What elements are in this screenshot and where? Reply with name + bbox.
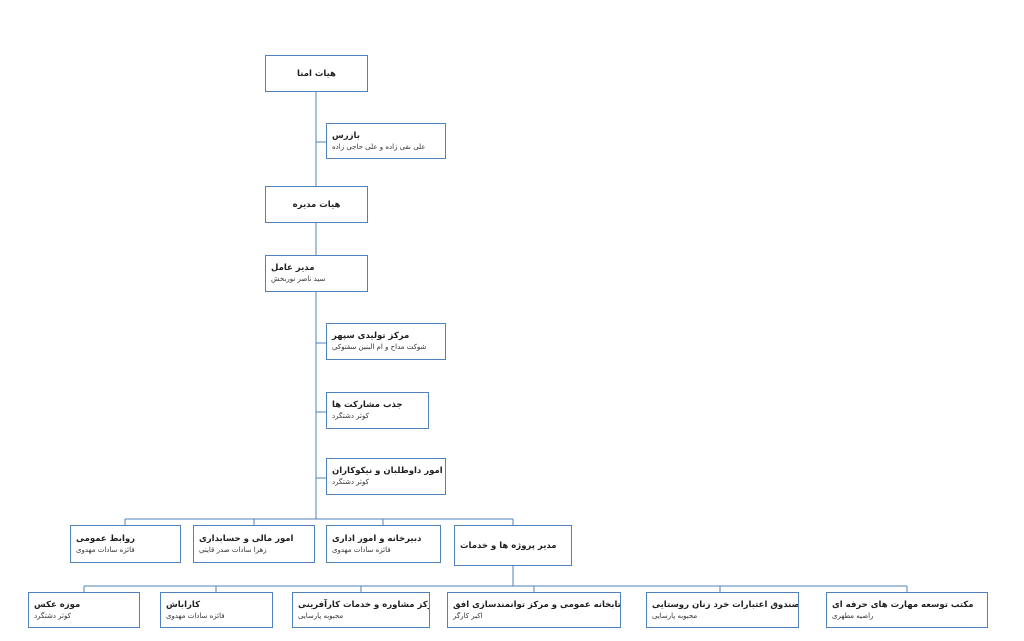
node-title: مرکز تولیدی سپهر [332,331,410,341]
node-person: کوثر دشتگرد [34,611,71,620]
node-ceo[interactable]: مدیر عامل سید ناصر نوربخش [265,255,368,292]
node-volunteers[interactable]: امور داوطلبان و نیکوکاران کوثر دشتگرد [326,458,446,495]
node-title: موزه عکس [34,599,81,610]
node-microcredit-fund[interactable]: صندوق اعتبارات خرد زنان روستایی محبوبه پ… [646,592,799,628]
node-board-of-trustees[interactable]: هیات امنا [265,55,368,92]
node-title: هیات مدیره [292,199,341,210]
node-person: کوثر دشتگرد [332,412,369,420]
node-inspector[interactable]: بازرس علی نقی زاده و علی حاجی زاده [326,123,446,159]
node-counseling-center[interactable]: مرکز مشاوره و خدمات کارآفرینی محبوبه پار… [292,592,430,628]
node-person: کوثر دشتگرد [332,478,369,486]
node-person: محبوبه پارسایی [298,611,344,620]
node-person: شوکت مداح و ام البنین سقتوکی [332,343,427,351]
node-title: مدیر عامل [271,263,315,273]
node-person: محبوبه پارسایی [652,611,698,620]
node-title: روابط عمومی [76,533,136,544]
node-finance[interactable]: امور مالی و حسابداری زهرا سادات صدر قاین… [193,525,315,563]
node-title: کتابخانه عمومی و مرکز توانمندسازی افق [453,599,621,610]
node-title: مکتب توسعه مهارت های حرفه ای [832,599,974,610]
node-secretariat[interactable]: دبیرخانه و امور اداری فائزه سادات مهدوی [326,525,441,563]
node-public-library[interactable]: کتابخانه عمومی و مرکز توانمندسازی افق اک… [447,592,621,628]
node-person: اکبر کارگر [453,611,483,620]
node-projects-manager[interactable]: مدیر پروژه ها و خدمات [454,525,572,566]
node-title: مدیر پروژه ها و خدمات [460,540,557,551]
node-person: فائزه سادات مهدوی [332,545,391,554]
node-sepehr-center[interactable]: مرکز تولیدی سپهر شوکت مداح و ام البنین س… [326,323,446,360]
node-title: هیات امنا [297,68,336,79]
node-photo-museum[interactable]: موزه عکس کوثر دشتگرد [28,592,140,628]
node-vocational-school[interactable]: مکتب توسعه مهارت های حرفه ای راضیه مطهری [826,592,988,628]
node-public-relations[interactable]: روابط عمومی فائزه سادات مهدوی [70,525,181,563]
node-person: علی نقی زاده و علی حاجی زاده [332,142,426,151]
node-person: راضیه مطهری [832,611,874,620]
node-title: امور مالی و حسابداری [199,533,294,544]
node-person: فائزه سادات مهدوی [76,545,135,554]
node-person: سید ناصر نوربخش [271,275,326,283]
node-title: صندوق اعتبارات خرد زنان روستایی [652,599,799,610]
node-board-of-directors[interactable]: هیات مدیره [265,186,368,223]
node-person: زهرا سادات صدر قاینی [199,545,267,554]
node-title: مرکز مشاوره و خدمات کارآفرینی [298,599,430,610]
node-title: دبیرخانه و امور اداری [332,533,422,544]
node-title: امور داوطلبان و نیکوکاران [332,466,443,476]
node-title: جذب مشارکت ها [332,400,403,410]
node-title: بازرس [332,130,360,141]
node-person: فائزه سادات مهدوی [166,611,225,620]
node-title: کاراباش [166,599,201,610]
node-participation[interactable]: جذب مشارکت ها کوثر دشتگرد [326,392,429,429]
node-karabash[interactable]: کاراباش فائزه سادات مهدوی [160,592,273,628]
